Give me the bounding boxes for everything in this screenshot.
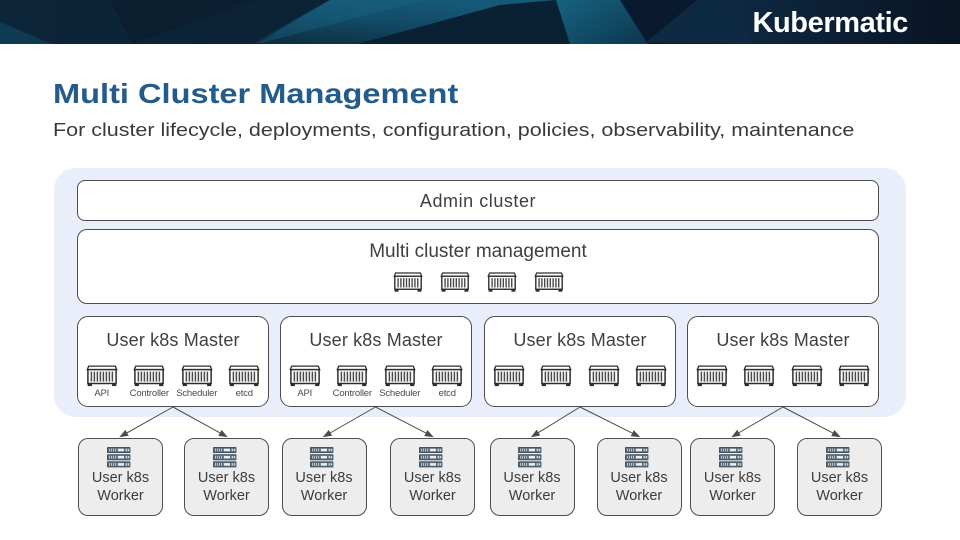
svg-text:Kubermatic: Kubermatic <box>752 7 908 39</box>
